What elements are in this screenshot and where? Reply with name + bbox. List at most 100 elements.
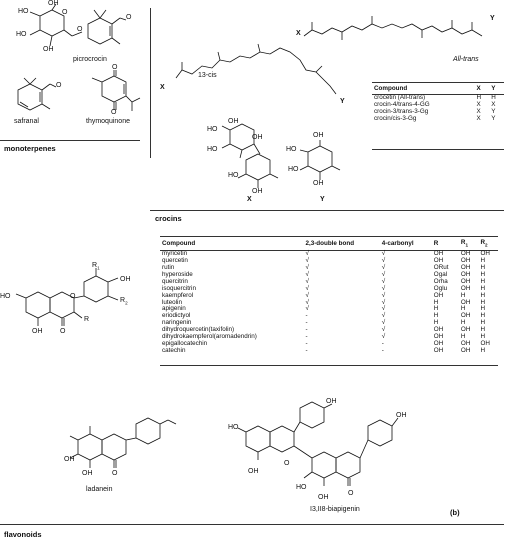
flavonoid-cell: OH	[460, 298, 471, 306]
flavonoid-cell: √	[305, 284, 309, 292]
flavonoid-cell: √	[305, 277, 309, 285]
crocin-cell: crocin-3/trans-3-Gg	[374, 107, 429, 115]
flavonoid-cell: OH	[460, 277, 471, 285]
flavonoid-cell: H	[433, 312, 439, 320]
picrocrocin-link-o: O	[77, 26, 83, 33]
gentiobiose-x-structure	[221, 123, 279, 188]
safranal-structure	[17, 77, 57, 111]
picrocrocin-ho-1: HO	[18, 8, 29, 15]
picrocrocin-aldehyde-o: O	[126, 14, 132, 21]
flavonoid-cell: quercetin	[162, 257, 188, 265]
flavonoid-cell: dihydroquercetin(taxifolin)	[162, 326, 235, 334]
crocin-cell: crocin/cis-3-Gg	[374, 114, 417, 122]
crocin-cell: Y	[491, 114, 496, 122]
flavonoid-cell: Ogal	[433, 270, 448, 278]
flavonoid-cell: H	[433, 305, 439, 313]
monoterpenes-heading: monoterpenes	[4, 144, 56, 153]
flavonoid-cell: √	[381, 298, 386, 306]
flavonoid-cell: √	[381, 284, 386, 292]
flavonoid-cell: -	[305, 339, 308, 347]
safranal-o: O	[56, 82, 62, 89]
flavonoid-cell: -	[305, 326, 308, 334]
crocin-cell: X	[476, 100, 481, 108]
core-r2: R2	[120, 297, 128, 306]
crocin-cell: Y	[491, 107, 496, 115]
flavonoid-cell: √	[381, 263, 386, 271]
flavonoid-cell: OH	[480, 339, 490, 347]
safranal-label: safranal	[14, 118, 39, 125]
all-trans-crocetin-structure	[303, 16, 483, 40]
thymoquinone-structure	[91, 70, 141, 111]
flavonoid-cell: OH	[460, 263, 471, 271]
flavonoid-cell: √	[381, 305, 386, 313]
13-cis-x: X	[160, 84, 165, 91]
thymoquinone-o-bottom: O	[111, 109, 117, 116]
flavonoid-cell: Orha	[433, 277, 448, 285]
flavonoid-cell: H	[480, 319, 485, 327]
flavonoid-cell: quercitrin	[162, 277, 188, 285]
biapigenin-structure	[237, 401, 399, 486]
flavonoid-cell: OH	[460, 326, 471, 334]
flavonoid-table-header: Compound 2,3-double bond 4-carbonyl R R1…	[160, 239, 498, 252]
biap-ho-bottom: HO	[296, 484, 307, 491]
monoterpenes-rule	[0, 140, 140, 141]
biap-oh-bottom: OH	[318, 494, 329, 501]
x-sugar-ho-2: HO	[207, 146, 218, 153]
biap-ho-left: HO	[228, 424, 239, 431]
x-unit-label: X	[247, 196, 252, 203]
flavonoid-cell: √	[305, 263, 309, 271]
flav-col-double-bond: 2,3-double bond	[303, 240, 380, 252]
flavonoid-cell: -	[381, 339, 384, 347]
crocin-table-row: crocin-3/trans-3-Gg X Y	[372, 107, 504, 116]
flavonoid-table: Compound 2,3-double bond 4-carbonyl R R1…	[160, 239, 498, 355]
picrocrocin-oh-bottom: OH	[43, 46, 54, 53]
core-ho: HO	[0, 293, 11, 300]
flavonoid-cell: √	[305, 305, 309, 313]
flavonoid-cell: H	[480, 257, 485, 265]
flavonoid-cell: √	[381, 277, 386, 285]
ladanein-carbonyl-o: O	[112, 470, 118, 477]
flavonoid-cell: H	[480, 298, 485, 306]
picrocrocin-ho-2: HO	[16, 31, 27, 38]
flav-col-r: R	[431, 240, 459, 252]
flavonoid-cell: OH	[433, 291, 444, 299]
flavonoid-cell: H	[480, 263, 485, 271]
flavonoid-cell: OH	[460, 284, 471, 292]
flavonoids-rule	[0, 524, 504, 525]
13-cis-y: Y	[340, 98, 345, 105]
flavonoid-cell: epigallocatechin	[162, 339, 208, 347]
flavonoid-cell: OH	[460, 312, 471, 320]
flavonoid-cell: √	[381, 319, 386, 327]
flav-col-r2: R2	[478, 239, 498, 252]
ladanein-label: ladanein	[86, 486, 113, 493]
flavonoid-cell: H	[460, 319, 466, 327]
thymoquinone-label: thymoquinone	[86, 118, 130, 125]
picrocrocin-label: picrocrocin	[73, 56, 107, 63]
flavonoid-cell: OH	[433, 346, 444, 354]
flavonoid-cell: eriodictyol	[162, 312, 191, 320]
crocin-cell: H	[476, 93, 482, 101]
crocin-cell: X	[476, 107, 481, 115]
flavonoid-cell: H	[460, 305, 466, 313]
flavonoid-cell: OH	[433, 257, 444, 265]
flavonoid-cell: OH	[433, 333, 444, 341]
flav-col-r1: R1	[458, 239, 479, 252]
flavonoid-cell: isoquercitrin	[162, 284, 196, 292]
thymoquinone-o-top: O	[112, 64, 118, 71]
flavonoid-cell: √	[305, 270, 309, 278]
biap-oh-mid: OH	[248, 468, 259, 475]
flavonoid-cell: rutin	[162, 263, 175, 271]
